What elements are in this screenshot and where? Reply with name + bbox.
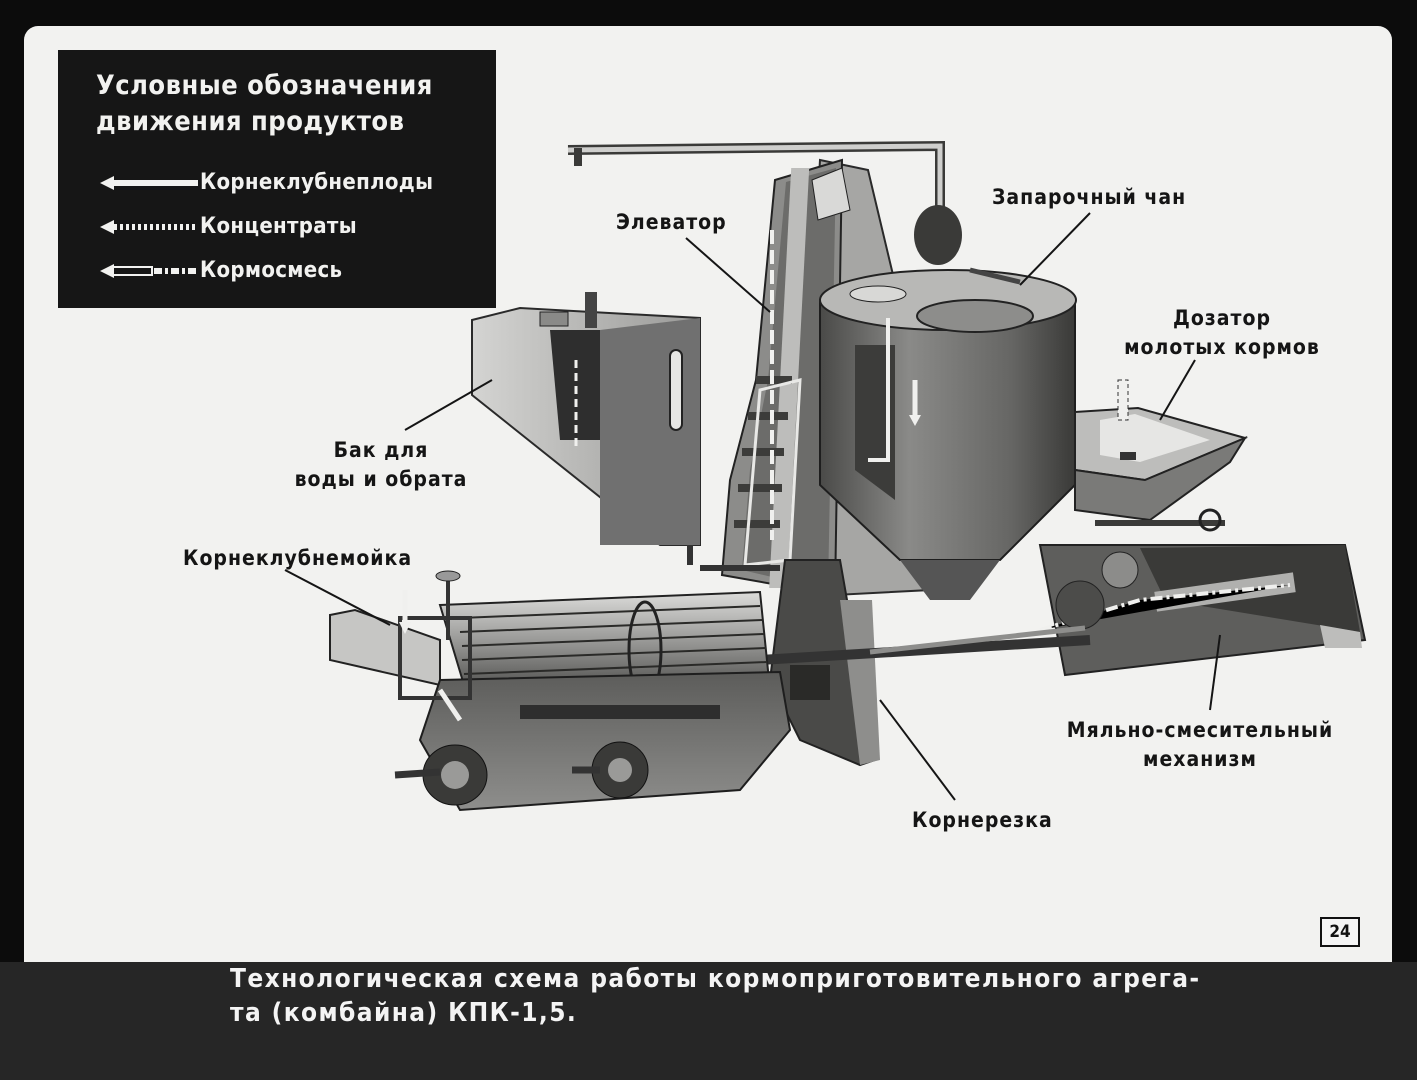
legend-item-label: Концентраты (200, 214, 357, 239)
mixing-mechanism (1038, 508, 1367, 677)
legend-item-concentrates: Концентраты (100, 212, 480, 242)
legend-item-feed-mix: Кормосмесь (100, 256, 480, 286)
label-mixing-mechanism-line1: Мяльно-смесительный (1066, 718, 1334, 742)
legend-box: Условные обозначения движения продуктов … (58, 50, 496, 308)
caption-line2: та (комбайна) КПК-1,5. (230, 998, 578, 1028)
label-feed-dispenser-line1: Дозатор (1173, 306, 1271, 330)
label-root-washer: Корнеклубнемойка (183, 546, 413, 570)
label-water-tank: Бак для воды и обрата (268, 436, 494, 494)
legend-title-line2: движения продуктов (96, 106, 405, 137)
label-elevator: Элеватор (616, 210, 727, 234)
dash-dot-arrow-icon (100, 264, 198, 278)
steaming-tank (819, 205, 1077, 600)
label-feed-dispenser: Дозатор молотых кормов (1100, 304, 1344, 362)
legend-item-label: Кормосмесь (200, 258, 343, 283)
solid-arrow-icon (100, 176, 198, 190)
feed-dispenser (1074, 379, 1249, 522)
label-water-tank-line1: Бак для (333, 438, 429, 462)
label-feed-dispenser-line2: молотых кормов (1124, 335, 1320, 359)
page-number: 24 (1320, 917, 1360, 947)
label-mixing-mechanism: Мяльно-смесительный механизм (1050, 716, 1350, 774)
label-steaming-tank: Запарочный чан (992, 185, 1187, 209)
legend-title-line1: Условные обозначения (96, 70, 433, 101)
caption: Технологическая схема работы кормопригот… (230, 962, 1280, 1030)
root-washer (329, 565, 792, 812)
root-cutter (759, 559, 1091, 767)
legend-item-root-crops: Корнеклубнеплоды (100, 168, 480, 198)
label-mixing-mechanism-line2: механизм (1143, 747, 1257, 771)
label-water-tank-line2: воды и обрата (294, 467, 468, 491)
label-root-cutter: Корнерезка (912, 808, 1053, 832)
water-tank (471, 292, 701, 565)
dotted-arrow-icon (100, 220, 198, 234)
legend-title: Условные обозначения движения продуктов (96, 68, 476, 140)
caption-line1: Технологическая схема работы кормопригот… (230, 964, 1201, 994)
caption-bar (0, 962, 1417, 1080)
leader-lines (284, 212, 1221, 801)
legend-item-label: Корнеклубнеплоды (200, 170, 434, 195)
